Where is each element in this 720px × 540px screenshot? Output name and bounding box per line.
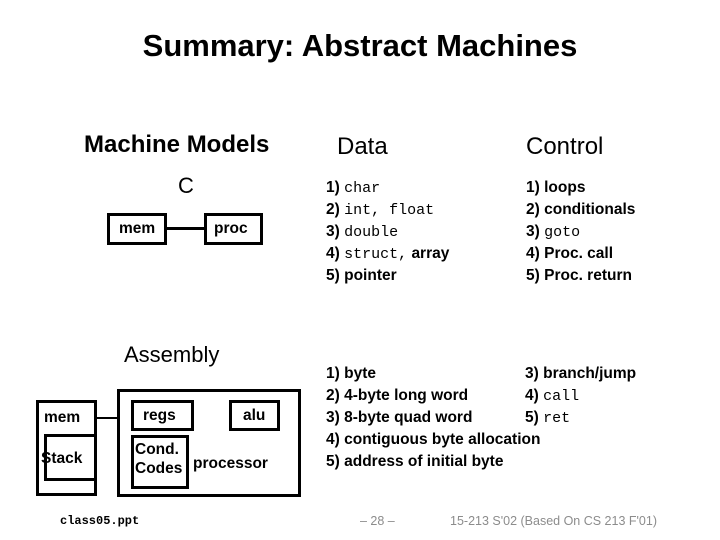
footer-course-info: 15-213 S'02 (Based On CS 213 F'01) [450, 514, 657, 528]
list-item-number: 1) [526, 179, 540, 196]
list-item-number: 3) [326, 409, 340, 426]
assembly-cond-codes-line1: Cond. [135, 441, 179, 458]
list-item-text: Proc. return [544, 267, 632, 284]
list-item-text: 8-byte quad word [344, 409, 473, 426]
list-item-code: goto [544, 224, 581, 241]
list-item: 4) struct, array [326, 243, 449, 265]
list-item-number: 2) [526, 201, 540, 218]
assembly-cond-codes-line2: Codes [135, 460, 183, 477]
assembly-stack-box [44, 434, 97, 481]
c-data-list: 1) char 2) int, float 3) double 4) struc… [326, 177, 449, 287]
footer-page-number: – 28 – [360, 514, 395, 528]
list-item-text: contiguous byte allocation [344, 431, 541, 448]
c-proc-label: proc [214, 220, 248, 237]
list-item-number: 1) [326, 179, 340, 196]
list-item-number: 5) [326, 267, 340, 284]
list-item-text: Proc. call [544, 245, 614, 262]
assembly-data-list: 1) byte 2) 4-byte long word 3) 8-byte qu… [326, 363, 540, 473]
list-item: 4) call [525, 385, 636, 407]
list-item: 4) contiguous byte allocation [326, 429, 540, 451]
list-item-number: 3) [526, 223, 540, 240]
column-heading-control: Control [526, 133, 604, 160]
list-item: 3) goto [526, 221, 635, 243]
assembly-alu-label: alu [243, 407, 266, 424]
list-item-number: 3) [525, 365, 539, 382]
list-item-number: 1) [326, 365, 340, 382]
list-item: 2) conditionals [526, 199, 635, 221]
list-item: 1) loops [526, 177, 635, 199]
list-item: 3) 8-byte quad word [326, 407, 540, 429]
list-item-text: array [411, 245, 450, 262]
column-heading-machine-models: Machine Models [84, 131, 270, 158]
assembly-mem-proc-connector [97, 417, 118, 419]
assembly-cond-codes-label: Cond. Codes [135, 440, 182, 478]
list-item: 2) 4-byte long word [326, 385, 540, 407]
list-item-code: double [344, 224, 399, 241]
list-item-code: ret [543, 410, 571, 427]
list-item: 1) char [326, 177, 449, 199]
list-item-text: byte [344, 365, 376, 382]
page-title: Summary: Abstract Machines [142, 28, 578, 63]
c-proc-box [204, 213, 263, 245]
assembly-level-label: Assembly [124, 342, 220, 367]
list-item-number: 4) [326, 431, 340, 448]
list-item-number: 4) [326, 245, 340, 262]
assembly-cond-codes-box [131, 435, 189, 489]
list-item: 5) address of initial byte [326, 451, 540, 473]
list-item-number: 2) [326, 387, 340, 404]
list-item: 5) Proc. return [526, 265, 635, 287]
assembly-alu-box [229, 400, 280, 431]
c-mem-box [107, 213, 167, 245]
list-item-number: 4) [526, 245, 540, 262]
list-item-code: char [344, 180, 381, 197]
list-item-number: 4) [525, 387, 539, 404]
footer-filename: class05.ppt [60, 514, 140, 528]
c-level-label: C [178, 173, 194, 198]
list-item: 4) Proc. call [526, 243, 635, 265]
list-item: 5) pointer [326, 265, 449, 287]
assembly-stack-label: Stack [41, 450, 83, 467]
list-item-number: 3) [326, 223, 340, 240]
list-item-code: call [543, 388, 580, 405]
c-mem-proc-connector [167, 227, 204, 230]
list-item: 3) branch/jump [525, 363, 636, 385]
list-item-text: pointer [344, 267, 397, 284]
list-item-text: 4-byte long word [344, 387, 469, 404]
list-item: 2) int, float [326, 199, 449, 221]
c-mem-label: mem [119, 220, 156, 237]
list-item-number: 5) [526, 267, 540, 284]
list-item-code: int, float [344, 202, 435, 219]
assembly-mem-label: mem [44, 409, 81, 426]
list-item-code: struct, [344, 246, 408, 263]
assembly-regs-box [131, 400, 194, 431]
c-control-list: 1) loops 2) conditionals 3) goto 4) Proc… [526, 177, 635, 287]
assembly-regs-label: regs [143, 407, 176, 424]
list-item-text: branch/jump [543, 365, 637, 382]
list-item-text: conditionals [544, 201, 636, 218]
column-heading-data: Data [337, 133, 388, 160]
assembly-processor-label: processor [193, 455, 268, 472]
list-item: 1) byte [326, 363, 540, 385]
list-item: 3) double [326, 221, 449, 243]
assembly-control-list: 3) branch/jump 4) call 5) ret [525, 363, 636, 429]
list-item-text: address of initial byte [344, 453, 504, 470]
list-item-text: loops [544, 179, 586, 196]
list-item-number: 2) [326, 201, 340, 218]
list-item-number: 5) [525, 409, 539, 426]
list-item: 5) ret [525, 407, 636, 429]
list-item-number: 5) [326, 453, 340, 470]
